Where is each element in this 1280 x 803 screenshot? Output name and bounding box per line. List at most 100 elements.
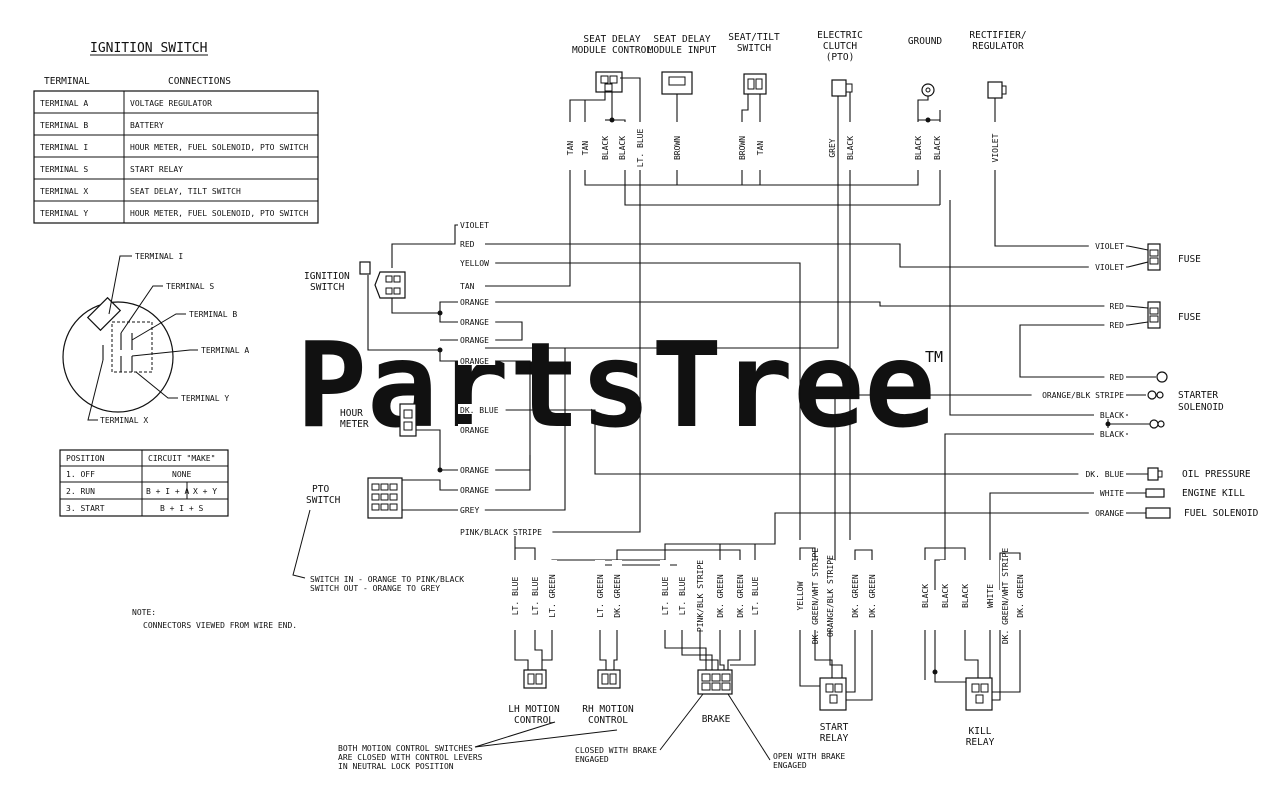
bottom-wire-label: DK. GREEN/WHT STRIPE <box>1001 548 1010 645</box>
bottom-wire-gap <box>920 560 930 632</box>
seat-tilt-label-line: SWITCH <box>737 43 772 54</box>
callout-terminal-a: TERMINAL A <box>201 346 249 355</box>
ign-terminal-cell: TERMINAL I <box>40 143 88 152</box>
starter-solenoid-label: STARTER SOLENOID <box>1178 390 1224 413</box>
fuse-1-holder <box>1147 243 1161 271</box>
right-wire-label: ORANGE <box>1095 509 1124 518</box>
fuse-2-holder <box>1147 301 1161 329</box>
bottom-wire-label: DK. GREEN <box>1016 574 1025 618</box>
bottom-wire-label: LT. BLUE <box>511 577 520 616</box>
right-wire-label: RED <box>1110 302 1125 311</box>
oil-pressure-label: OIL PRESSURE <box>1182 469 1251 480</box>
top-wire-label: BLACK <box>601 136 610 160</box>
position-table: POSITION CIRCUIT "MAKE" 1. OFF NONE 2. R… <box>59 449 229 517</box>
col-connections: CONNECTIONS <box>168 76 231 87</box>
bottom-components <box>474 630 1021 761</box>
ign-connection-cell: SEAT DELAY, TILT SWITCH <box>130 187 241 196</box>
hour-meter-label: HOUR METER <box>340 408 369 430</box>
right-components: FUSE FUSE STARTER SOLENOID OIL PRESSURE … <box>1127 243 1259 519</box>
top-wire-gap <box>737 122 747 170</box>
pos-run: 2. RUN <box>66 487 95 496</box>
seat-delay-input-label-line: SEAT DELAY <box>653 34 710 45</box>
right-wire-gap <box>1031 389 1126 399</box>
left-wire-gap <box>458 404 506 414</box>
pos-start: 3. START <box>66 504 105 513</box>
top-wire-gap <box>617 122 627 170</box>
bottom-wire-gap <box>810 560 820 632</box>
bottom-wire-gap <box>595 560 605 632</box>
bottom-wire-label: LT. GREEN <box>548 574 557 618</box>
junction-dots <box>437 117 1111 675</box>
ign-terminal-cell: TERMINAL X <box>40 187 88 196</box>
left-wire-label: TAN <box>460 282 475 291</box>
clutch-label-line: (PTO) <box>826 52 855 63</box>
right-wire-label: WHITE <box>1100 489 1124 498</box>
pto-switch-label: PTO SWITCH <box>306 484 341 506</box>
top-wire-gap <box>932 122 942 170</box>
left-wire-label: ORANGE <box>460 318 489 327</box>
pto-note-l2: SWITCH OUT - ORANGE TO GREY <box>310 584 440 593</box>
bottom-wire-label: WHITE <box>986 584 995 608</box>
hour-meter-label-l1: HOUR <box>340 408 363 419</box>
ign-connection-cell: START RELAY <box>130 165 183 174</box>
bottom-wire-label: BLACK <box>961 584 970 608</box>
left-wire-label: ORANGE <box>460 486 489 495</box>
note-title: NOTE: <box>132 608 156 617</box>
rectifier-label-line: RECTIFIER/ <box>969 30 1026 41</box>
starter-ring-2 <box>1149 419 1159 429</box>
top-wire-gap <box>635 122 645 170</box>
right-wire-label: VIOLET <box>1095 263 1124 272</box>
left-wire-label: RED <box>460 240 475 249</box>
bottom-wire-gap <box>960 560 970 632</box>
kill-relay-label-line: KILL <box>969 726 992 737</box>
seat-delay-input-label-line: MODULE INPUT <box>648 45 717 56</box>
col-circuit: CIRCUIT "MAKE" <box>148 454 215 463</box>
ignition-switch-label-l2: SWITCH <box>310 282 345 293</box>
callout-terminal-b: TERMINAL B <box>189 310 237 319</box>
clutch-label-line: ELECTRIC <box>817 30 863 41</box>
brake-open-note-line: ENGAGED <box>773 761 807 770</box>
left-wire-gap <box>458 257 496 267</box>
start-relay-label-line: RELAY <box>820 733 849 744</box>
left-wire-gap <box>458 334 496 344</box>
pos-off: 1. OFF <box>66 470 95 479</box>
right-wire-gap <box>1094 428 1126 438</box>
bottom-wire-gap <box>867 560 877 632</box>
top-wire-gap <box>913 122 923 170</box>
seat-tilt-connector <box>743 73 767 95</box>
left-wire-label: YELLOW <box>460 259 489 268</box>
watermark: PartsTree <box>296 316 935 454</box>
top-wire-label: BROWN <box>738 136 747 160</box>
seat-tilt-label-line: SEAT/TILT <box>728 32 780 43</box>
top-wire-gap <box>565 122 575 170</box>
right-wire-label: RED <box>1110 373 1125 382</box>
seat-delay-control-label-line: MODULE CONTROL <box>572 45 652 56</box>
bottom-wire-gap <box>715 560 725 632</box>
lh-motion-label-line: LH MOTION <box>508 704 560 715</box>
bottom-wire-gap <box>1000 560 1010 632</box>
pto-switch-label-l2: SWITCH <box>306 495 341 506</box>
right-wire-gap <box>1104 371 1126 381</box>
brake-closed-note-line: CLOSED WITH BRAKE <box>575 746 657 755</box>
engine-kill-label: ENGINE KILL <box>1182 488 1245 499</box>
ignition-switch-table: IGNITION SWITCH TERMINAL CONNECTIONS TER… <box>33 41 319 224</box>
left-wire-label: ORANGE <box>460 357 489 366</box>
pto-switch-connector <box>367 477 403 519</box>
top-wire-label: TAN <box>756 141 765 156</box>
top-wire-gap <box>580 122 590 170</box>
right-wire-gap <box>1104 319 1126 329</box>
bottom-wire-label: DK. GREEN <box>716 574 725 618</box>
left-wire-label: GREY <box>460 506 479 515</box>
bottom-wire-label: DK. GREEN <box>868 574 877 618</box>
left-wire-gap <box>458 526 553 536</box>
right-wire-gap <box>1088 240 1126 250</box>
